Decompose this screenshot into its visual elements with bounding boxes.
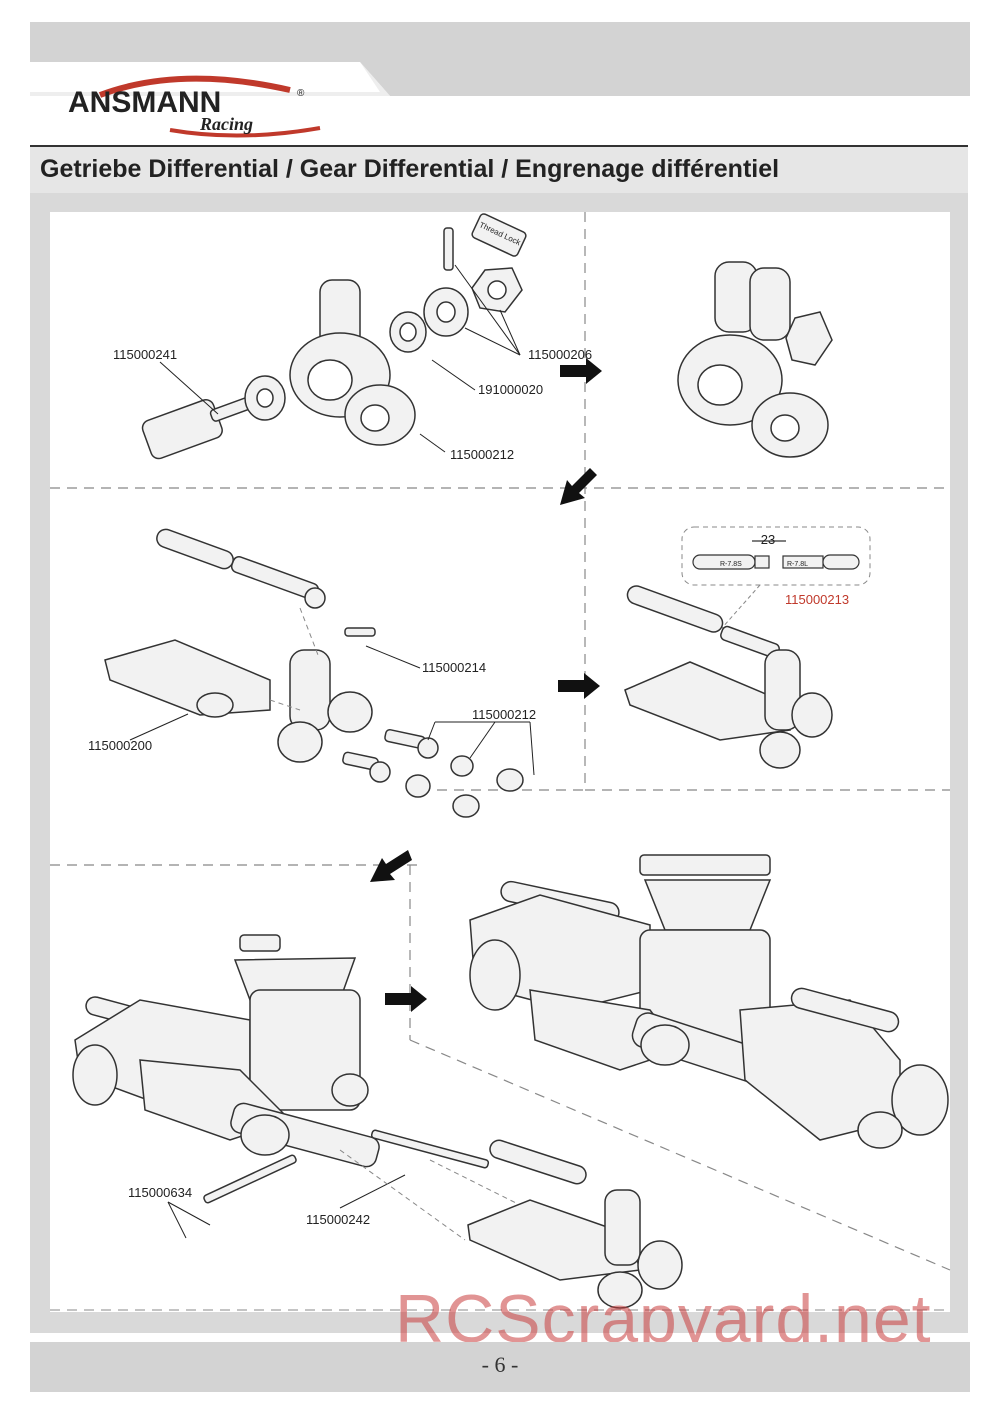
callout-right-tag: R-7.8L	[787, 561, 808, 568]
callout-left-tag: R-7.8S	[720, 561, 742, 568]
callout-link	[692, 540, 860, 570]
part-label-115000213: 115000213	[785, 592, 850, 607]
part-label-115000241: 115000241	[113, 347, 178, 362]
part-label-115000214: 115000214	[422, 660, 487, 675]
svg-text:®: ®	[297, 88, 305, 99]
footer-band	[30, 1342, 970, 1392]
part-label-115000212-top: 115000212	[450, 447, 515, 462]
hub-carrier-exploded	[141, 213, 527, 460]
suspension-arm-exploded	[104, 528, 524, 818]
loose-arm-bottom	[467, 1139, 683, 1309]
logo-wordmark: ANSMANN	[68, 86, 221, 119]
part-label-115000200: 115000200	[88, 738, 153, 753]
part-label-115000242: 115000242	[306, 1212, 371, 1227]
brand-logo: ANSMANN ® Racing	[60, 70, 330, 145]
callout-box	[681, 526, 871, 586]
page-number: - 6 -	[481, 1352, 519, 1377]
part-label-191000020: 191000020	[478, 382, 544, 397]
part-label-115000634: 115000634	[128, 1185, 193, 1200]
part-label-115000212-middle: 115000212	[472, 707, 537, 722]
part-label-115000206: 115000206	[528, 347, 593, 362]
step-arrows	[370, 358, 602, 1012]
hub-carrier-assembled	[677, 261, 833, 458]
rear-assembly-complete	[469, 854, 949, 1149]
section-title: Getriebe Differential / Gear Differentia…	[40, 155, 780, 183]
rear-assembly-partial	[72, 934, 490, 1204]
suspension-arm-assembled	[624, 585, 833, 769]
callout-dimension: 23	[761, 532, 775, 547]
logo-subtitle: Racing	[199, 114, 253, 134]
header-band	[30, 22, 970, 96]
